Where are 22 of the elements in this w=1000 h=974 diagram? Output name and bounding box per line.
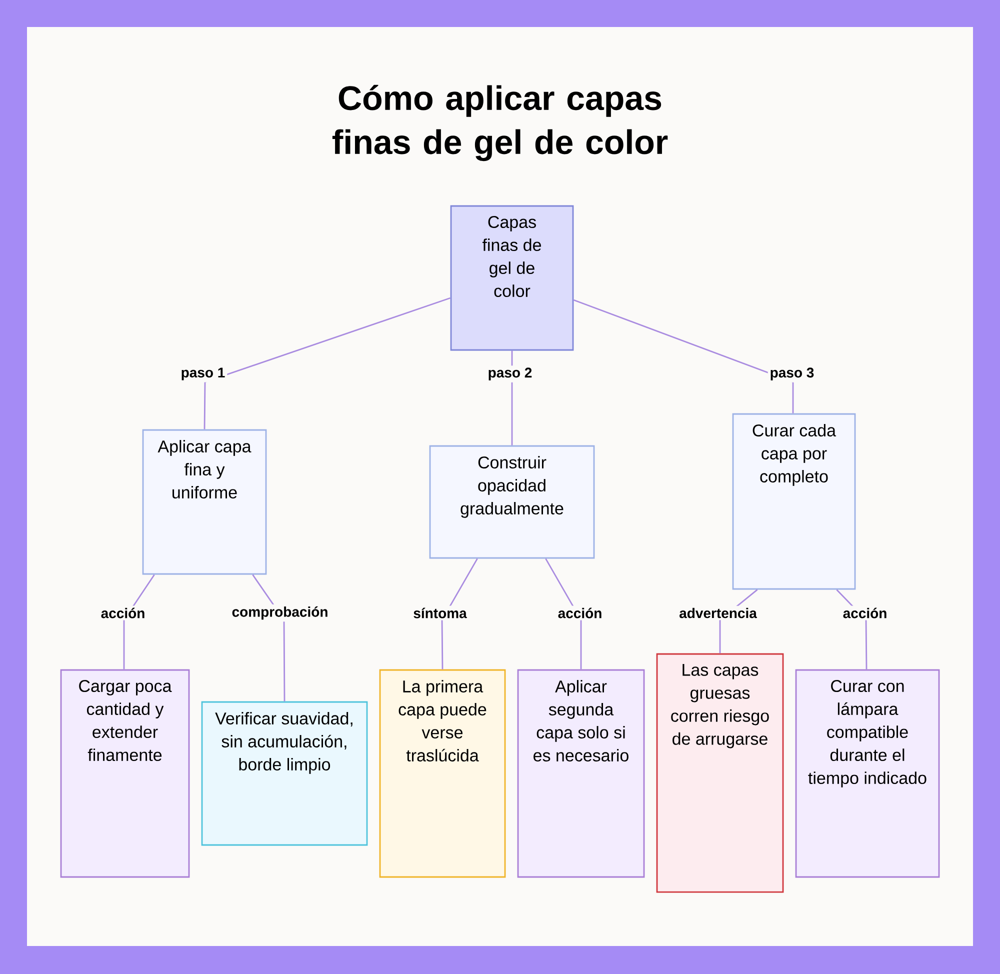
edge-label: acción [98,606,148,620]
process-box: Construir opacidad gradualmente [429,445,595,559]
process-box: Curar cada capa por completo [732,413,856,590]
edge-label: comprobación [230,604,330,622]
process-box: La primera capa puede verse traslúcida [379,669,506,878]
connector-line [204,297,451,430]
edge-label: síntoma [411,606,469,620]
process-box: Verificar suavidad, sin acumulación, borde limpio [201,701,368,846]
edge-label: acción [556,606,604,620]
edge-label: paso 1 [178,366,228,382]
process-box: Curar con lámpara compatible durante el tiempo indicado [795,669,940,878]
edge-label: paso 2 [486,366,534,382]
edge-label: advertencia [677,606,759,620]
process-box: Cargar poca cantidad y extender finamente [60,669,190,878]
process-box: Aplicar capa fina y uniforme [142,429,267,575]
title: Cómo aplicar capas finas de gel de color [332,84,668,162]
process-box: Capas finas de gel de color [450,205,574,351]
process-box: Aplicar segunda capa solo si es necesario [517,669,645,878]
connector-line [573,299,794,414]
edge-label: acción [840,606,890,620]
process-box: Las capas gruesas corren riesgo de arrugarse [656,653,784,893]
edge-label: paso 3 [768,366,816,382]
